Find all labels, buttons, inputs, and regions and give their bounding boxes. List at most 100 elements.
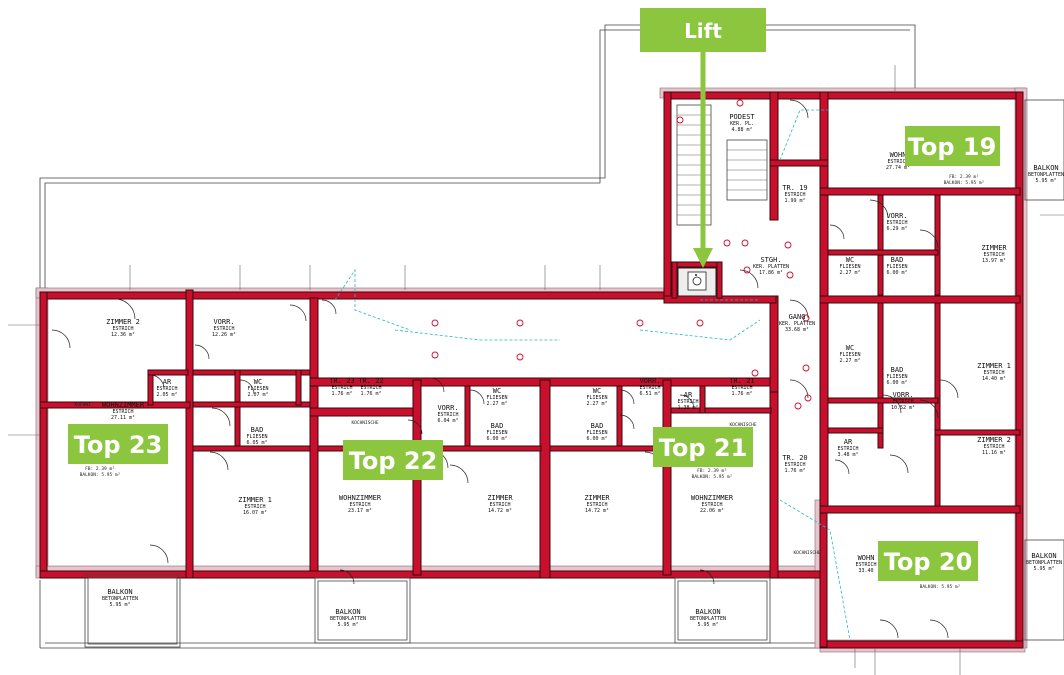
svg-text:ESTRICH: ESTRICH <box>156 386 177 392</box>
tag-top23: Top 23 <box>68 424 168 464</box>
room-tr21: TR. 21 ESTRICH 1.76 m² <box>729 377 754 397</box>
svg-text:ESTRICH: ESTRICH <box>586 502 607 508</box>
room-t23-vorr: VORR. ESTRICH 12.26 m² <box>212 318 236 338</box>
svg-text:12.36 m²: 12.36 m² <box>111 332 135 338</box>
room-stgh: STGH. KER. PLATTEN 17.86 m² <box>753 256 789 276</box>
svg-text:33.68 m²: 33.68 m² <box>785 327 809 333</box>
svg-text:FLIESEN: FLIESEN <box>246 434 267 440</box>
svg-text:ESTRICH: ESTRICH <box>360 385 381 391</box>
unit-tags: Lift Top 19 Top 20 Top 21 Top 22 Top 23 <box>68 8 1000 581</box>
svg-text:BALKON: BALKON <box>335 608 360 616</box>
svg-text:WOHN: WOHN <box>858 554 875 562</box>
svg-text:FLIESEN: FLIESEN <box>486 395 507 401</box>
t22-kochnische: KOCHNISCHE <box>351 420 378 426</box>
svg-text:6.05 m²: 6.05 m² <box>246 440 267 446</box>
room-t20-vorr: VORR. ESTRICH 10.52 m² <box>891 391 915 411</box>
tag-top21: Top 21 <box>653 427 753 467</box>
svg-text:1.76 m²: 1.76 m² <box>331 391 352 397</box>
svg-text:ESTRICH: ESTRICH <box>244 504 265 510</box>
room-t20-wohn: WOHN ESTRICH 33.40 <box>855 554 876 574</box>
tag-top19: Top 19 <box>905 126 1000 166</box>
svg-text:KER. PLATTEN: KER. PLATTEN <box>753 264 789 270</box>
svg-text:1.76 m²: 1.76 m² <box>731 391 752 397</box>
svg-text:14.72 m²: 14.72 m² <box>488 508 512 514</box>
room-t21-zimmer: ZIMMER ESTRICH 14.72 m² <box>584 494 610 514</box>
room-t23-bad: BAD FLIESEN 6.05 m² <box>246 426 267 446</box>
room-labels: PODEST KER. PL. 4.88 m² STGH. KER. PLATT… <box>75 113 1064 628</box>
svg-text:2.27 m²: 2.27 m² <box>486 401 507 407</box>
svg-text:BAD: BAD <box>591 422 604 430</box>
svg-text:ZIMMER: ZIMMER <box>981 244 1007 252</box>
svg-text:FLIESEN: FLIESEN <box>486 430 507 436</box>
svg-text:BETONPLATTEN: BETONPLATTEN <box>330 616 366 622</box>
doors <box>51 99 959 639</box>
dimension-ticks <box>8 65 1064 675</box>
svg-text:WOHN: WOHN <box>890 151 907 159</box>
room-t20-bad: BAD FLIESEN 6.00 m² <box>886 366 907 386</box>
svg-text:WOHNZIMMER: WOHNZIMMER <box>691 494 734 502</box>
svg-text:ZIMMER 1: ZIMMER 1 <box>238 496 272 504</box>
svg-text:KER. PL.: KER. PL. <box>730 121 754 127</box>
svg-text:14.72 m²: 14.72 m² <box>585 508 609 514</box>
svg-text:BALKON: BALKON <box>695 608 720 616</box>
t23-balkon-note: BALKON: 5.95 m² <box>80 472 121 478</box>
svg-text:13.97 m²: 13.97 m² <box>982 258 1006 264</box>
svg-text:16.07 m²: 16.07 m² <box>243 510 267 516</box>
svg-text:WC: WC <box>846 256 854 264</box>
svg-text:ESTRICH: ESTRICH <box>213 326 234 332</box>
room-t19-wohn: WOHN ESTRICH 27.74 m² <box>886 151 910 171</box>
tag-lift: Lift <box>640 8 766 52</box>
svg-text:3.48 m²: 3.48 m² <box>837 452 858 458</box>
svg-text:27.11 m²: 27.11 m² <box>111 415 135 421</box>
svg-text:BAD: BAD <box>491 422 504 430</box>
svg-text:1.38 m²: 1.38 m² <box>677 405 698 411</box>
t21-fb-note: FB: 2.39 m² <box>697 468 727 474</box>
svg-text:ESTRICH: ESTRICH <box>784 462 805 468</box>
t21-kochnische: KOCHNISCHE <box>729 422 756 428</box>
svg-text:14.40 m²: 14.40 m² <box>982 376 1006 382</box>
svg-text:Top 20: Top 20 <box>884 548 973 576</box>
svg-text:BETONPLATTEN: BETONPLATTEN <box>690 616 726 622</box>
svg-text:BETONPLATTEN: BETONPLATTEN <box>1028 172 1064 178</box>
room-tr23: TR. 23 ESTRICH 1.76 m² <box>329 377 354 397</box>
room-t21-balkon: BALKON BETONPLATTEN 5.95 m² <box>690 608 726 628</box>
svg-text:TR. 21: TR. 21 <box>729 377 754 385</box>
room-t19-wc: WC FLIESEN 2.27 m² <box>839 256 860 276</box>
svg-text:ESTRICH: ESTRICH <box>639 385 660 391</box>
room-podest: PODEST KER. PL. 4.88 m² <box>729 113 755 133</box>
svg-text:6.00 m²: 6.00 m² <box>886 270 907 276</box>
room-t22-wc: WC FLIESEN 2.27 m² <box>486 387 507 407</box>
svg-text:2.27 m²: 2.27 m² <box>586 401 607 407</box>
room-t19-vorr: VORR. ESTRICH 6.29 m² <box>886 212 907 232</box>
room-t23-zimmer1: ZIMMER 1 ESTRICH 16.07 m² <box>238 496 272 516</box>
tag-top22: Top 22 <box>343 440 443 480</box>
tag-top20: Top 20 <box>878 541 978 581</box>
svg-text:5.95 m²: 5.95 m² <box>1035 178 1056 184</box>
room-t20-zimmer2: ZIMMER 2 ESTRICH 11.16 m² <box>977 436 1011 456</box>
svg-text:ESTRICH: ESTRICH <box>437 412 458 418</box>
svg-text:BETONPLATTEN: BETONPLATTEN <box>102 596 138 602</box>
room-t22-bad: BAD FLIESEN 6.00 m² <box>486 422 507 442</box>
svg-text:6.00 m²: 6.00 m² <box>886 380 907 386</box>
svg-text:WOHNZIMMER: WOHNZIMMER <box>339 494 382 502</box>
svg-text:ESTRICH: ESTRICH <box>892 399 913 405</box>
svg-text:6.00 m²: 6.00 m² <box>586 436 607 442</box>
svg-text:TR. 20: TR. 20 <box>782 454 807 462</box>
room-t23-zimmer2: ZIMMER 2 ESTRICH 12.36 m² <box>106 318 140 338</box>
svg-text:TR. 19: TR. 19 <box>782 184 807 192</box>
svg-text:4.88 m²: 4.88 m² <box>731 127 752 133</box>
svg-text:VORR.: VORR. <box>886 212 907 220</box>
svg-text:1.76 m²: 1.76 m² <box>360 391 381 397</box>
svg-text:1.76 m²: 1.76 m² <box>784 468 805 474</box>
svg-text:ESTRICH: ESTRICH <box>886 220 907 226</box>
svg-text:BAD: BAD <box>891 366 904 374</box>
room-t23-ar: AR ESTRICH 2.05 m² <box>156 378 177 398</box>
svg-text:FLIESEN: FLIESEN <box>586 395 607 401</box>
svg-text:WC: WC <box>493 387 501 395</box>
room-t20-wc: WC FLIESEN 2.27 m² <box>839 344 860 364</box>
svg-text:VORR.: VORR. <box>213 318 234 326</box>
svg-text:6.51 m²: 6.51 m² <box>639 391 660 397</box>
room-tr20: TR. 20 ESTRICH 1.76 m² <box>782 454 807 474</box>
room-t19-zimmer: ZIMMER ESTRICH 13.97 m² <box>981 244 1007 264</box>
svg-text:WC: WC <box>254 378 262 386</box>
